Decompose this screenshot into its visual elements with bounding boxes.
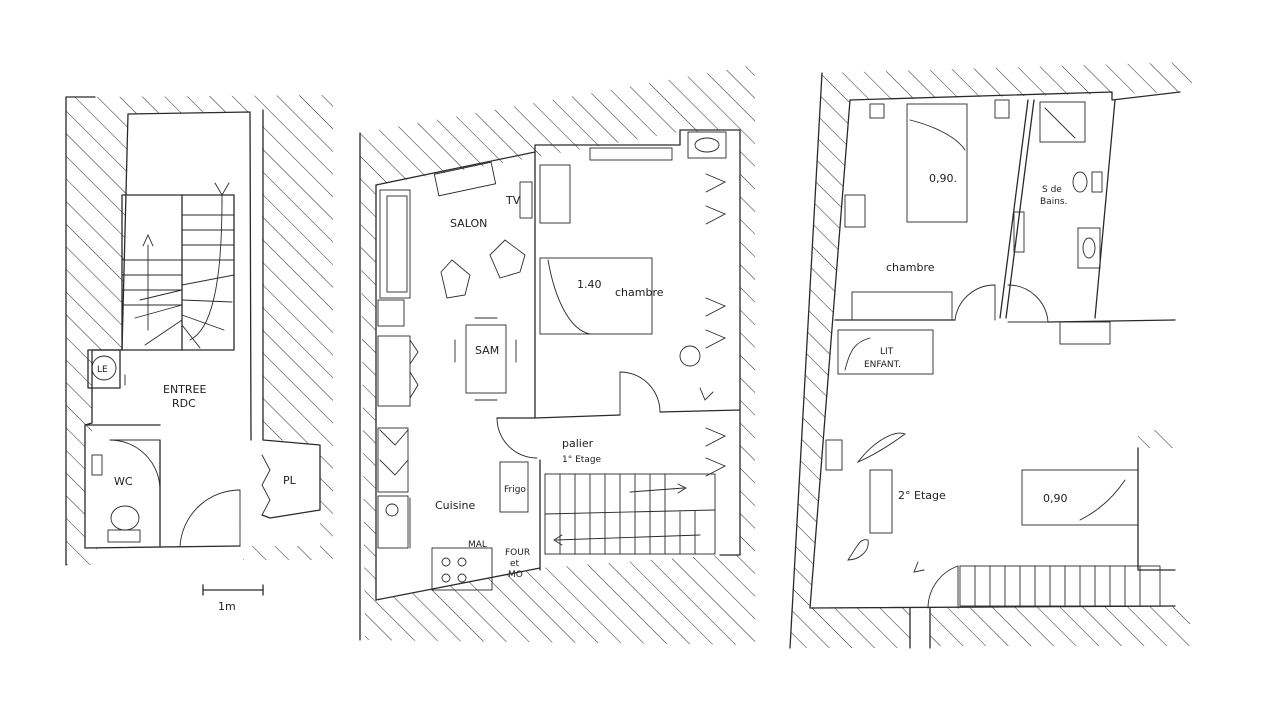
- tv-label: TV: [505, 194, 521, 207]
- ground-floor-staircase: [121, 182, 235, 351]
- table: [869, 469, 893, 534]
- four-et-label: et: [510, 559, 520, 569]
- pl-closet: [261, 439, 321, 519]
- four-mo-label: MO: [508, 570, 523, 580]
- child-bed: [837, 329, 934, 375]
- shower: [1039, 101, 1086, 143]
- first-floor-plan: SALON TV SAM 1.40 chambre palier 1° Etag…: [359, 65, 755, 645]
- bath-sink: [1077, 227, 1101, 269]
- chambre-label: chambre: [615, 286, 664, 299]
- bed2-size-label: 0,90: [1043, 492, 1068, 505]
- second-floor-living: [825, 321, 1161, 609]
- meter-label: LE: [97, 365, 108, 375]
- first-floor-walls: [359, 65, 755, 645]
- second-bedroom: [844, 99, 1010, 321]
- bed-size-label: 1.40: [577, 278, 602, 291]
- etage-label: 1° Etage: [562, 455, 602, 465]
- sdb-label: S de: [1042, 185, 1062, 195]
- sam-label: SAM: [475, 344, 499, 357]
- armchair: [489, 239, 526, 279]
- frigo-label: Frigo: [504, 485, 526, 495]
- ground-floor-plan: ENTREE RDC WC PL LE 1m: [65, 95, 333, 613]
- rdc-label: RDC: [172, 397, 196, 410]
- cuisine-label: Cuisine: [435, 499, 475, 512]
- bath-toilet: [1072, 171, 1088, 193]
- bed1-size-label: 0,90.: [929, 172, 957, 185]
- entrance-door: [179, 489, 241, 547]
- toilet: [110, 505, 140, 531]
- scale-label: 1m: [218, 600, 236, 613]
- second-single-bed: [1021, 469, 1139, 526]
- stove: [431, 547, 493, 591]
- scale-bar: 1m: [202, 584, 264, 613]
- fridge: [499, 461, 529, 513]
- salon-furniture: [379, 161, 533, 299]
- chambre2-label: chambre: [886, 261, 935, 274]
- second-floor-walls: [789, 62, 1192, 649]
- enfant-label: ENFANT.: [864, 360, 901, 370]
- second-floor-plan: 0,90. S de Bains. chambre LIT ENFANT. 2°…: [789, 62, 1192, 649]
- palier-label: palier: [562, 437, 594, 450]
- first-bedroom: [539, 131, 727, 416]
- first-floor-staircase: [496, 417, 727, 555]
- armchair: [440, 259, 471, 299]
- wc-sink: [91, 454, 103, 476]
- four-label: FOUR: [505, 548, 530, 558]
- ground-floor-walls: [65, 95, 333, 566]
- kitchen-cabinets: [377, 299, 529, 591]
- mal-label: MAL: [468, 540, 487, 550]
- meter-cabinet: [87, 349, 126, 389]
- etage2-label: 2° Etage: [898, 489, 946, 502]
- salon-label: SALON: [450, 217, 487, 230]
- bathroom: [1013, 101, 1103, 269]
- double-bed: [539, 257, 653, 335]
- bains-label: Bains.: [1040, 197, 1067, 207]
- sofa: [379, 189, 411, 299]
- lit-label: LIT: [880, 347, 894, 357]
- single-bed: [906, 103, 968, 223]
- pl-label: PL: [283, 474, 297, 487]
- entree-label: ENTREE: [163, 383, 206, 396]
- wc-label: WC: [114, 475, 133, 488]
- dining-table: [454, 317, 517, 401]
- wc-room: [84, 424, 161, 547]
